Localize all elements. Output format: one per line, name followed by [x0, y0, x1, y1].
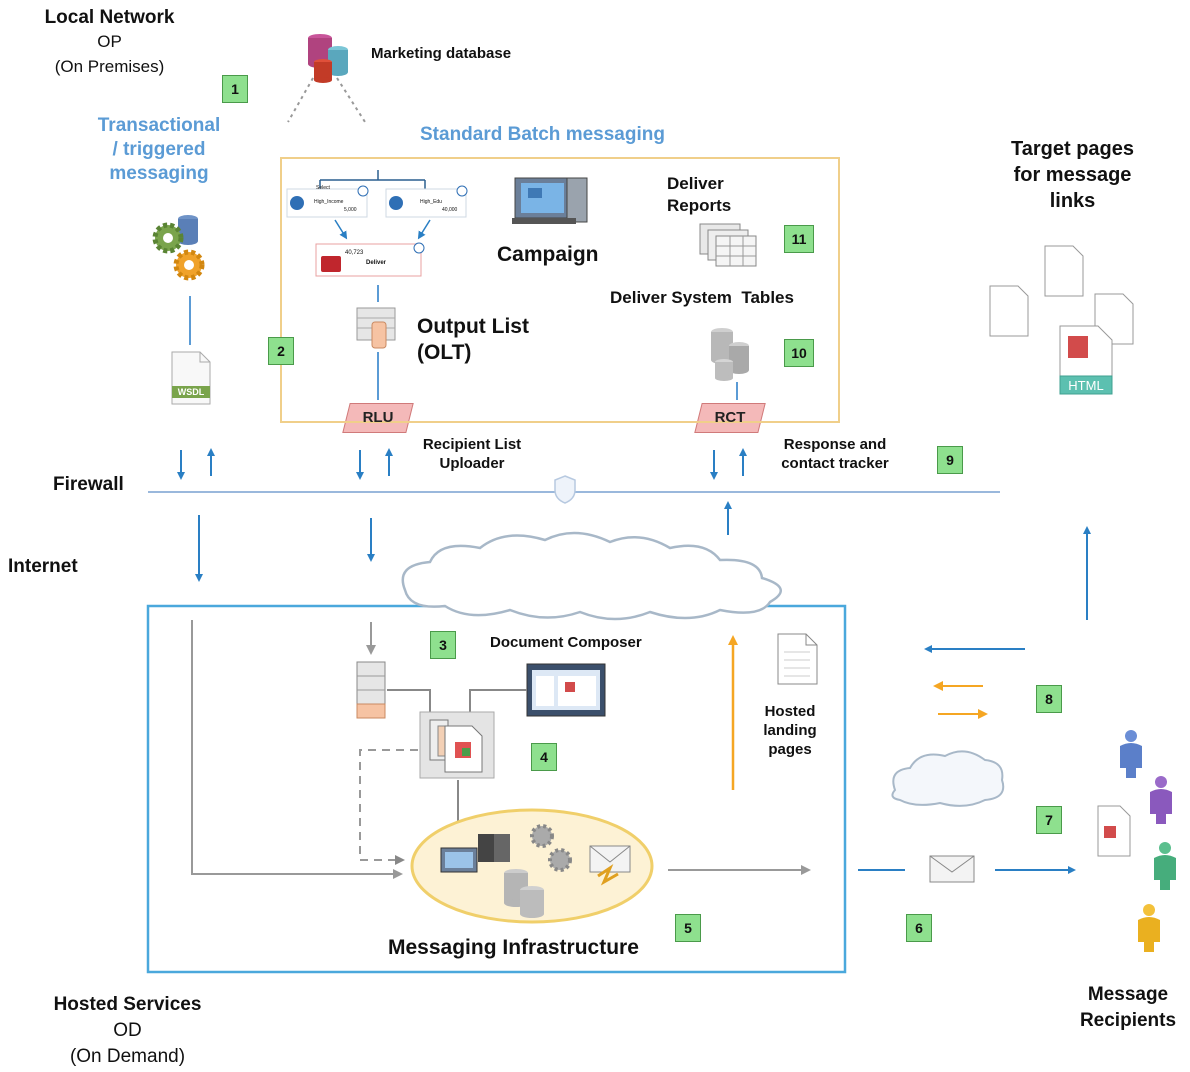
transactional-label-3: messaging — [109, 163, 209, 184]
recipient-document-icon — [1097, 805, 1131, 857]
messaging-infrastructure-icon — [410, 808, 654, 924]
recipient-person-icon — [1138, 904, 1160, 952]
recipient-person-icon — [1150, 776, 1172, 824]
envelope-icon — [929, 855, 975, 883]
deliver-reports-label-1: Deliver — [667, 174, 724, 193]
recipient-person-icon — [1120, 730, 1142, 778]
recipient-list-label-1: Recipient List — [422, 436, 522, 453]
flow-count-3: 40,723 — [345, 250, 364, 256]
internet-label: Internet — [8, 556, 78, 577]
hosted-landing-label-3: pages — [768, 741, 812, 758]
message-recipients-label-1: Message — [1087, 984, 1169, 1005]
response-tracker-label-1: Response and — [783, 436, 887, 453]
step-badge-2: 2 — [268, 337, 294, 365]
output-list-icon — [356, 307, 396, 349]
campaign-label: Campaign — [497, 243, 599, 266]
hosted-services-od: OD — [113, 1020, 142, 1041]
document-assembly-icon — [419, 711, 495, 779]
message-recipients-label-2: Recipients — [1079, 1010, 1177, 1031]
flow-high-income-label: High_Income — [314, 199, 344, 205]
step-badge-3: 3 — [430, 631, 456, 659]
local-network-op: OP — [97, 32, 122, 51]
rlu-tag: RLU — [346, 403, 410, 433]
flow-count-1: 5,000 — [344, 207, 357, 213]
system-tables-icon — [711, 328, 749, 381]
target-pages-label-2: for message — [1013, 164, 1132, 186]
target-pages-label-1: Target pages — [1011, 138, 1134, 160]
gears-icon — [152, 215, 205, 281]
messaging-infrastructure-label: Messaging Infrastructure — [388, 936, 639, 959]
document-composer-label: Document Composer — [490, 634, 642, 651]
small-cloud — [891, 750, 1005, 807]
flow-deliver-label: Deliver — [366, 260, 387, 266]
step-badge-5: 5 — [675, 914, 701, 942]
campaign-flow-icon — [286, 170, 468, 277]
transactional-label-1: Transactional — [97, 115, 221, 136]
recipient-list-label-2: Uploader — [439, 455, 505, 472]
marketing-database-label: Marketing database — [371, 45, 512, 62]
step-badge-1: 1 — [222, 75, 248, 103]
local-network-title: Local Network — [44, 7, 175, 28]
output-list-label-2: (OLT) — [417, 341, 472, 364]
standard-batch-label: Standard Batch messaging — [420, 124, 665, 145]
flow-count-2: 40,000 — [442, 207, 458, 213]
output-list-label-1: Output List — [417, 315, 529, 338]
shield-icon — [554, 475, 576, 504]
step-badge-8: 8 — [1036, 685, 1062, 713]
marketing-database-icon — [308, 34, 348, 83]
wsdl-document-icon — [171, 351, 211, 405]
hosted-services-title: Hosted Services — [53, 994, 202, 1015]
firewall-arrows — [177, 448, 1091, 620]
deliver-system-tables-label: Deliver System Tables — [610, 288, 794, 307]
response-tracker-label-2: contact tracker — [781, 455, 889, 472]
deliver-reports-icon — [699, 223, 757, 267]
local-network-subtitle: (On Premises) — [54, 57, 165, 76]
hosted-landing-label-1: Hosted — [764, 703, 816, 720]
document-composer-icon — [526, 663, 606, 717]
flow-select-label: Select — [316, 185, 330, 191]
flow-high-edu-label: High_Edu — [420, 199, 442, 205]
target-pages-label-3: links — [1049, 190, 1096, 212]
server-stack-icon — [356, 661, 386, 719]
hosted-landing-label-2: landing — [763, 722, 817, 739]
step-badge-6: 6 — [906, 914, 932, 942]
target-pages-icon — [989, 245, 1134, 395]
step-badge-11: 11 — [784, 225, 814, 253]
hosted-landing-page-icon — [777, 633, 818, 685]
firewall-label: Firewall — [53, 474, 124, 495]
html-label: HTML — [1068, 378, 1104, 393]
hosted-services-subtitle: (On Demand) — [69, 1046, 186, 1067]
wsdl-label: WSDL — [177, 387, 205, 397]
transactional-label-2: / triggered — [112, 139, 206, 160]
rct-tag: RCT — [698, 403, 762, 433]
step-badge-7: 7 — [1036, 806, 1062, 834]
deliver-reports-label-2: Reports — [667, 196, 732, 215]
step-badge-9: 9 — [937, 446, 963, 474]
batch-messaging-box — [280, 157, 840, 423]
campaign-computer-icon — [512, 177, 588, 224]
step-badge-10: 10 — [784, 339, 814, 367]
internet-cloud — [401, 531, 782, 621]
recipient-person-icon — [1154, 842, 1176, 890]
step-badge-4: 4 — [531, 743, 557, 771]
